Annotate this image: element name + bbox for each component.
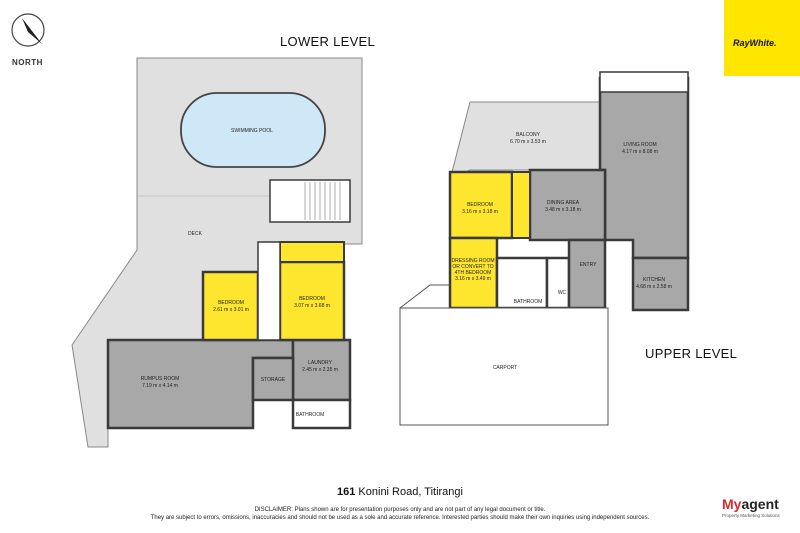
carport — [399, 307, 609, 426]
north-label: NORTH — [12, 58, 43, 67]
lower-bedroom-1 — [201, 270, 260, 342]
lower-wardrobe — [279, 241, 345, 263]
label-kitchen: KITCHEN — [643, 277, 665, 283]
label-dining-area: DINING AREA — [547, 200, 580, 206]
label-dressing-1: DRESSING ROOM — [451, 258, 494, 264]
label-laundry-dims: 2.45 m x 2.35 m — [302, 367, 338, 373]
label-balcony-dims: 6.70 m x 3.53 m — [510, 139, 546, 145]
label-dressing-3: 4TH BEDROOM — [455, 270, 492, 276]
raywhite-logo: RayWhite. — [724, 0, 800, 76]
label-swimming-pool: SWIMMING POOL — [231, 128, 273, 134]
disclaimer-line-2: They are subject to errors, omissions, i… — [150, 515, 650, 521]
upper-level-title: UPPER LEVEL — [645, 346, 738, 361]
lower-bedroom-2 — [278, 260, 346, 342]
label-bedroom-lower-2: BEDROOM — [299, 296, 325, 302]
upper-wc — [545, 256, 571, 310]
upper-stairs — [599, 71, 689, 93]
myagent-agent: agent — [741, 496, 779, 512]
address-number: 161 — [337, 486, 356, 498]
label-bedroom-upper-dims: 3.16 m x 3.18 m — [462, 209, 498, 215]
label-living-room: LIVING ROOM — [623, 142, 656, 148]
swimming-pool — [180, 92, 326, 168]
label-entry: ENTRY — [580, 262, 598, 268]
label-dressing-dims: 3.16 m x 3.49 m — [455, 276, 491, 282]
myagent-logo: Myagent Property Marketing Solutions — [722, 496, 780, 518]
carport-slope — [399, 284, 450, 309]
label-kitchen-dims: 4.68 m x 2.58 m — [636, 284, 672, 290]
label-dining-area-dims: 3.48 m x 3.18 m — [545, 207, 581, 213]
upper-wardrobe — [511, 171, 531, 239]
label-balcony: BALCONY — [516, 132, 541, 138]
label-living-room-dims: 4.17 m x 8.08 m — [622, 149, 658, 155]
address-street: Konini Road, Titirangi — [358, 486, 463, 498]
label-carport: CARPORT — [493, 365, 517, 371]
lower-level-title: LOWER LEVEL — [280, 34, 376, 49]
upper-bathroom — [495, 256, 549, 310]
label-bedroom-lower-2-dims: 3.07 m x 3.68 m — [294, 303, 330, 309]
raywhite-logo-text: RayWhite. — [733, 38, 777, 48]
living-room — [598, 76, 690, 260]
myagent-tagline: Property Marketing Solutions — [722, 513, 780, 518]
myagent-my: My — [722, 496, 742, 512]
label-wc: WC — [558, 290, 567, 296]
kitchen — [631, 256, 690, 312]
label-dressing-2: OR CONVERT TO — [452, 264, 493, 270]
disclaimer-line-1: DISCLAIMER: Plans shown are for presenta… — [254, 507, 546, 513]
lower-bathroom — [291, 398, 352, 430]
storage — [251, 356, 295, 402]
label-bedroom-lower-1: BEDROOM — [218, 300, 244, 306]
label-storage: STORAGE — [261, 377, 286, 383]
label-deck: DECK — [188, 231, 203, 237]
label-bedroom-upper: BEDROOM — [467, 202, 493, 208]
label-rumpus-room-dims: 7.19 m x 4.14 m — [142, 383, 178, 389]
entry — [567, 238, 607, 310]
label-bathroom-lower: BATHROOM — [296, 412, 325, 418]
label-laundry: LAUNDRY — [308, 360, 332, 366]
label-bedroom-lower-1-dims: 2.61 m x 3.01 m — [213, 307, 249, 313]
property-address: 161 Konini Road, Titirangi — [0, 486, 800, 498]
lower-hall — [257, 241, 281, 341]
label-bathroom-upper: BATHROOM — [514, 299, 543, 305]
label-rumpus-room: RUMPUS ROOM — [141, 376, 180, 382]
north-compass-icon — [8, 10, 48, 50]
